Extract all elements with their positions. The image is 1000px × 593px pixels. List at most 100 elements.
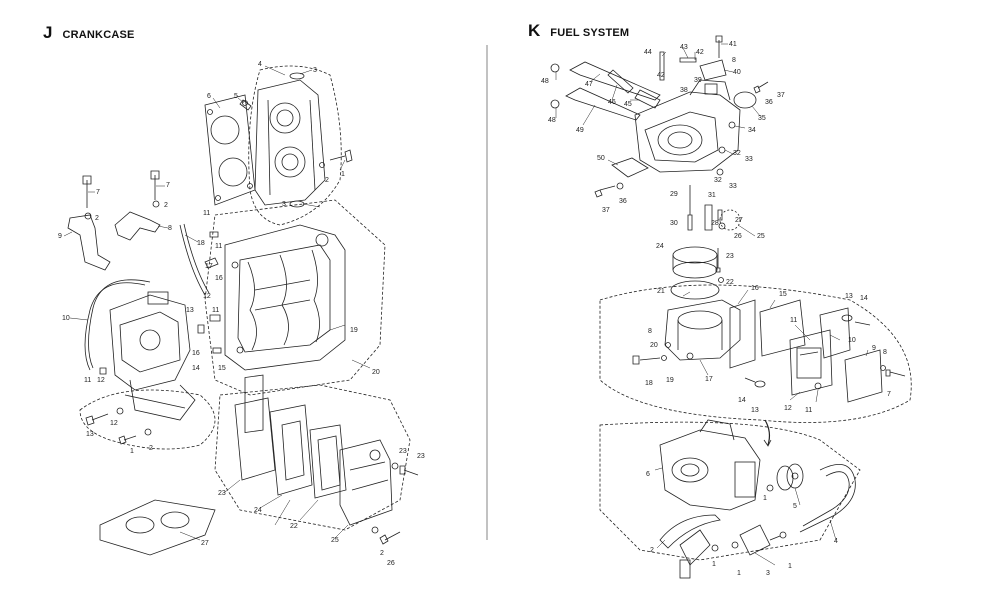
callout-j-18: 18 [197, 240, 205, 247]
callout-k-49: 49 [576, 127, 584, 134]
callout-j-3b: 3 [282, 201, 286, 208]
callout-j-11d: 11 [84, 377, 91, 384]
pump-body-11-part [789, 329, 833, 396]
callout-k-46: 46 [608, 99, 616, 106]
spring-46-part [607, 69, 634, 94]
callout-j-1a: 1 [341, 171, 345, 178]
callout-k-14a: 14 [860, 295, 868, 302]
callout-j-16b: 16 [192, 350, 200, 357]
washer-11-part [814, 382, 822, 390]
head-seal-ring-top [289, 72, 305, 80]
callout-k-18: 18 [645, 380, 653, 387]
callout-k-5: 5 [793, 503, 797, 510]
fuel-hose-4-part [799, 463, 856, 533]
callout-k-21: 21 [657, 288, 665, 295]
callout-j-2b: 2 [95, 215, 99, 222]
nut-32b-part [716, 168, 724, 176]
callout-k-22: 22 [726, 279, 734, 286]
callout-k-23: 23 [726, 253, 734, 260]
fuel-hose-10-outer [88, 279, 151, 369]
callout-k-36b: 36 [619, 198, 627, 205]
callout-j-12c: 12 [110, 420, 118, 427]
section-title-crankcase: CRANKCASE [62, 29, 135, 41]
nut-48b-part [550, 99, 560, 109]
callout-j-23b: 23 [399, 448, 407, 455]
cover-plate-35-part [733, 91, 757, 109]
bracket-9-part [67, 214, 111, 271]
callout-k-48b: 48 [548, 117, 556, 124]
callout-k-25: 25 [757, 233, 765, 240]
gasket-16-part [729, 299, 756, 369]
callout-j-1b: 1 [130, 448, 134, 455]
callout-k-7: 7 [887, 391, 891, 398]
screw-13-part [85, 413, 109, 426]
callout-k-8c: 8 [648, 328, 652, 335]
callout-k-8b: 8 [883, 349, 887, 356]
fitting-12-part [99, 367, 107, 375]
intake-gasket-22-part [309, 424, 347, 499]
nut-48a-part [550, 63, 560, 73]
head-washer-part [319, 162, 325, 168]
callout-k-26: 26 [734, 233, 742, 240]
head-bolt-part [329, 149, 353, 163]
base-gasket-27-part [99, 499, 216, 556]
washer-right-part [152, 200, 160, 208]
callout-j-2d: 2 [149, 445, 153, 452]
callout-j-13b: 13 [86, 431, 94, 438]
callout-j-10: 10 [62, 315, 70, 322]
callout-k-34: 34 [748, 127, 756, 134]
callout-j-20: 20 [372, 369, 380, 376]
screw-37b-part [594, 185, 616, 198]
pump-cover-9-part [844, 349, 883, 403]
callout-k-47: 47 [585, 81, 593, 88]
washer-20-part [665, 342, 671, 348]
intake-cover-group-outline [214, 384, 411, 531]
crankcase-group-outline [204, 199, 386, 396]
float-bowl-17-part [664, 299, 741, 361]
callout-j-8: 8 [168, 225, 172, 232]
bolt-23-part [399, 465, 419, 476]
crankcase-block-part [224, 224, 346, 371]
plug-15-part [212, 347, 222, 354]
carburetor-assembly-j [109, 291, 196, 421]
callout-j-12b: 12 [97, 377, 105, 384]
bolt-right-part [150, 170, 160, 200]
callout-k-19: 19 [666, 377, 674, 384]
callout-j-7a: 7 [96, 189, 100, 196]
callout-k-24: 24 [656, 243, 664, 250]
float-24-part [672, 246, 718, 279]
plate-40-part [699, 59, 727, 81]
screw-37a-part [753, 81, 769, 94]
callout-k-30: 30 [670, 220, 678, 227]
thermo-sender-part [239, 99, 252, 111]
fuel-hose-2-part [659, 514, 721, 549]
callout-k-31: 31 [708, 192, 716, 199]
check-valve-13a-part [841, 314, 853, 322]
callout-k-1a: 1 [763, 495, 767, 502]
washer-2d-part [371, 526, 379, 534]
primer-bulb-5-part [776, 463, 804, 491]
assembled-carburetor-part [659, 419, 761, 511]
fitting-11b-part [209, 314, 221, 322]
washer-2c-part [391, 462, 399, 470]
callout-k-14b: 14 [738, 397, 746, 404]
hose-18-part [179, 224, 206, 296]
bolt-left-part [82, 175, 92, 208]
hose-18-outer [183, 223, 210, 294]
callout-k-33a: 33 [745, 156, 753, 163]
callout-k-2: 2 [650, 547, 654, 554]
fitting-17-part [204, 257, 219, 269]
callout-j-23a: 23 [218, 490, 226, 497]
callout-k-1c: 1 [737, 570, 741, 577]
jet-group-25-outline [719, 209, 741, 231]
callout-j-11c: 11 [212, 307, 219, 314]
nut-26-part [718, 222, 726, 230]
callout-j-25: 25 [331, 537, 339, 544]
screw-41-part [715, 35, 723, 58]
callout-j-2a: 2 [325, 177, 329, 184]
callout-k-42b: 42 [657, 72, 665, 79]
float-pin-23-part [715, 248, 721, 273]
callout-k-16: 16 [751, 285, 759, 292]
